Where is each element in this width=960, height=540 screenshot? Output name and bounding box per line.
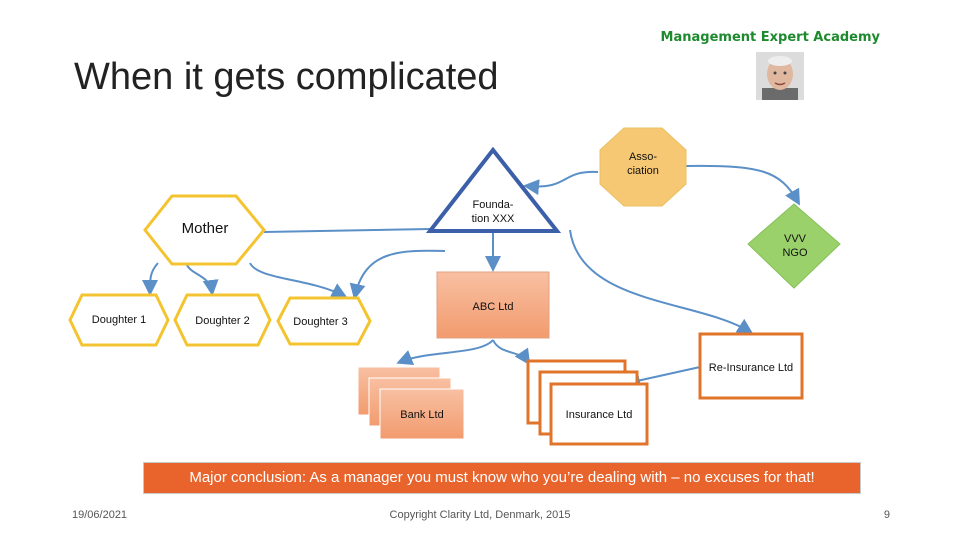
association-label: Asso- ciation <box>627 151 659 177</box>
brand-name: Management Expert Academy <box>660 30 880 45</box>
connector-abc-bank <box>396 339 494 365</box>
doughter1-label: Doughter 1 <box>91 314 147 326</box>
page-number: 9 <box>883 509 890 521</box>
connector-mother-d1 <box>142 262 159 296</box>
connector-association-foundation <box>523 170 599 196</box>
connector-mother-d2 <box>185 262 219 296</box>
bank-ltd-label: Bank Ltd <box>400 409 444 421</box>
bank-ltd-stack <box>357 366 465 440</box>
presenter-portrait <box>756 52 804 100</box>
connector-mother-foundation <box>263 228 431 233</box>
association-octagon <box>599 127 687 207</box>
connector-abc-insurance <box>492 339 531 366</box>
vvv-ngo-diamond <box>747 203 841 289</box>
footer-date: 19/06/2021 <box>72 509 128 521</box>
reinsurance-box <box>698 332 804 400</box>
conclusion-banner: Major conclusion: As a manager you must … <box>143 462 861 494</box>
reinsurance-label: Re-Insurance Ltd <box>708 362 794 374</box>
doughter2-hexagon <box>173 293 272 347</box>
connector-mother-d3 <box>249 262 348 298</box>
insurance-ltd-stack <box>526 359 649 446</box>
doughter1-hexagon <box>68 293 170 347</box>
connector-reinsurance-insurance <box>624 366 701 389</box>
mother-label: Mother <box>181 220 229 237</box>
abc-ltd-label: ABC Ltd <box>472 301 514 313</box>
mother-hexagon <box>143 194 266 266</box>
foundation-label: Founda- tion XXX <box>471 199 515 225</box>
connector-foundation-reinsurance <box>569 229 754 335</box>
doughter3-hexagon <box>276 296 372 346</box>
abc-ltd-box <box>436 271 550 339</box>
doughter3-label: Doughter 3 <box>293 316 348 328</box>
footer-copyright: Copyright Clarity Ltd, Denmark, 2015 <box>389 509 571 521</box>
vvv-ngo-label: VVV NGO <box>782 233 808 259</box>
doughter2-label: Doughter 2 <box>195 315 250 327</box>
connector-foundation-d3 <box>349 249 446 300</box>
connector-association-vvv <box>685 164 800 206</box>
foundation-triangle <box>425 146 562 233</box>
slide-title: When it gets complicated <box>74 56 499 98</box>
connectors <box>142 164 800 389</box>
insurance-ltd-label: Insurance Ltd <box>565 409 633 421</box>
